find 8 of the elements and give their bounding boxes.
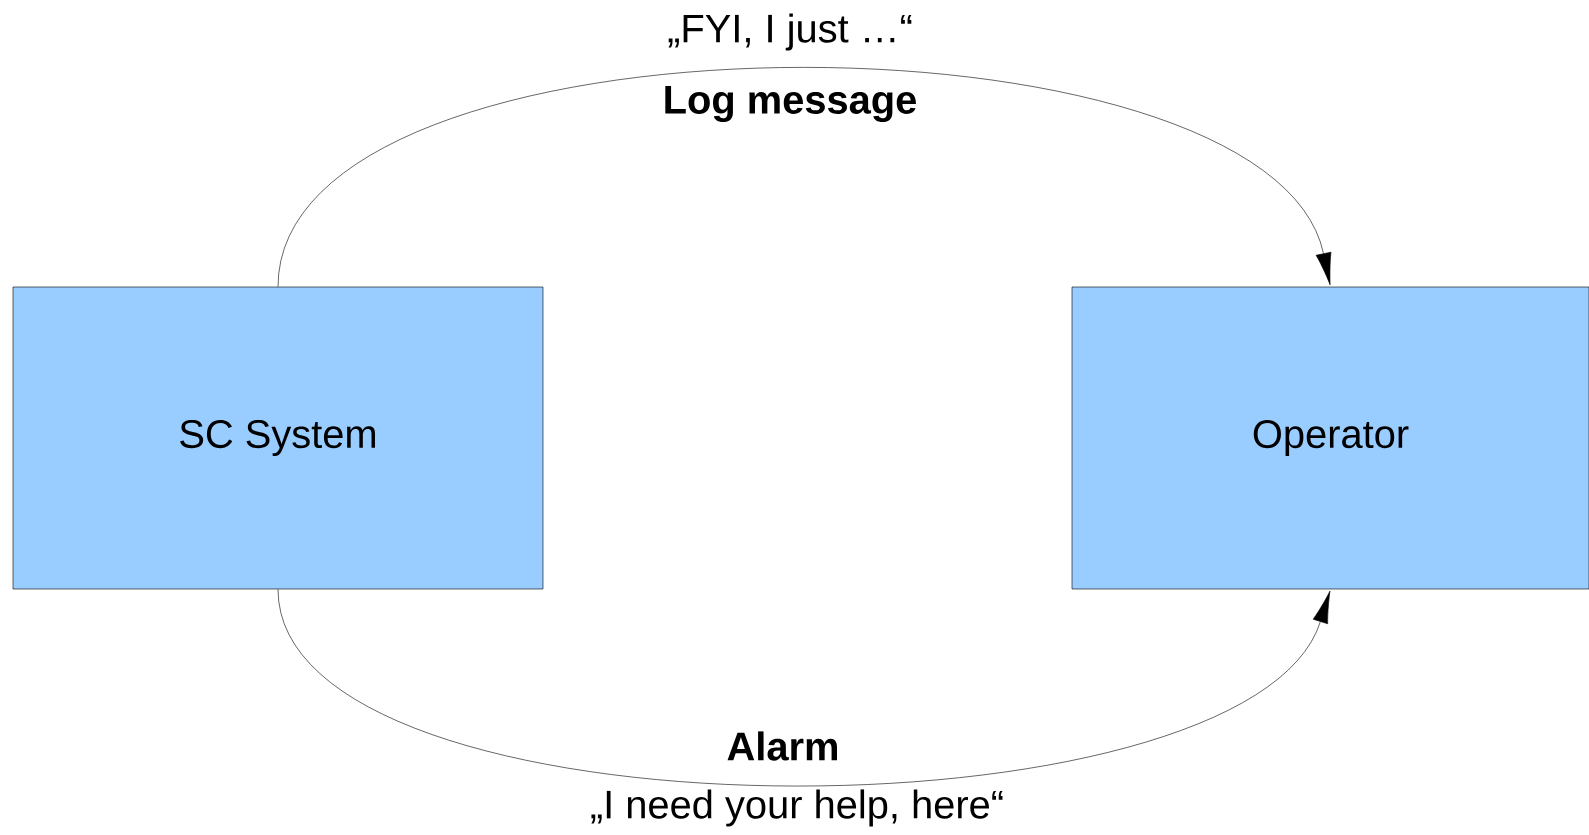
edge-label: Alarm bbox=[725, 730, 841, 762]
arrow bbox=[277, 67, 1332, 287]
process-box: Operator bbox=[1071, 286, 1589, 590]
process-box: SC System bbox=[12, 286, 544, 590]
arrow bbox=[277, 589, 1331, 787]
quote-text: „I need your help, here“ bbox=[591, 789, 1003, 827]
quote-text: „FYI, I just …“ bbox=[668, 13, 912, 51]
edge-label: Log message bbox=[661, 85, 919, 123]
